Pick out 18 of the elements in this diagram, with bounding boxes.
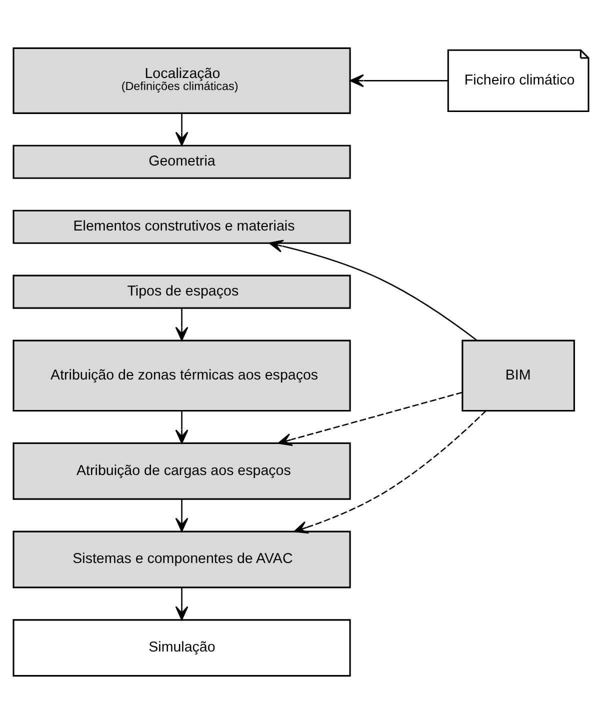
arrow [294,410,486,534]
node-box: Elementos construtivos e materiais [12,210,351,244]
arrow [268,240,478,341]
arrow [175,587,188,620]
node-box: Geometria [12,144,351,179]
node-box: BIM [462,340,575,412]
node-box: Atribuição de cargas aos espaços [12,442,351,500]
arrow [278,392,463,446]
node-box: Simulação [12,619,351,677]
arrow [175,411,188,444]
arrow [175,499,188,532]
arrow [350,74,448,88]
node-box: Sistemas e componentes de AVAC [12,530,351,588]
node-box: Localização (Definições climáticas) [12,47,351,114]
node-box: Atribuição de zonas térmicas aos espaços [12,340,351,412]
arrow [175,114,188,146]
arrow [175,308,188,341]
node-box: Tipos de espaços [12,274,351,309]
